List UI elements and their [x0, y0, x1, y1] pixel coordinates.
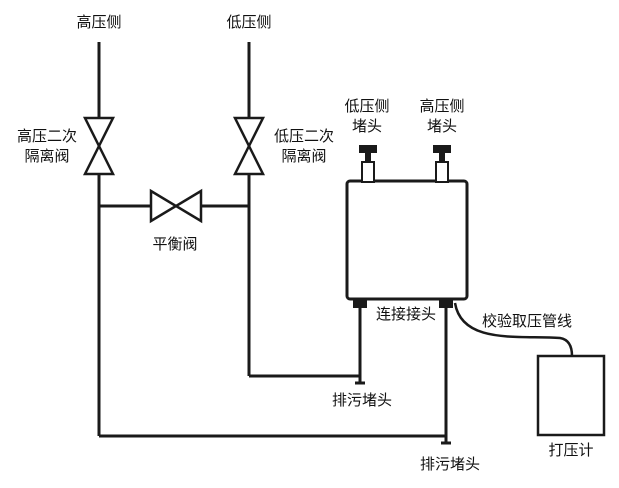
high-side-label: 高压侧 [76, 13, 121, 31]
low-valve-label-line2: 隔离阀 [281, 147, 326, 165]
pressure-gauge-label: 打压计 [548, 441, 593, 459]
low-bottom-connector [353, 298, 367, 308]
drain-plug-label-1: 排污堵头 [332, 391, 392, 409]
low-plug-label-line2: 堵头 [352, 117, 382, 135]
high-plug-label-line1: 高压侧 [419, 97, 464, 115]
high-valve-label-line1: 高压二次 [17, 127, 77, 145]
high-bottom-connector [439, 298, 453, 308]
high-plug-label-line2: 堵头 [427, 117, 457, 135]
drain-plug-label-2: 排污堵头 [420, 455, 480, 473]
low-valve-label-line1: 低压二次 [274, 127, 334, 145]
balance-valve-label: 平衡阀 [152, 235, 197, 253]
high-valve-label-line2: 隔离阀 [24, 147, 69, 165]
high-side-plug [433, 145, 451, 183]
low-side-plug [359, 145, 377, 183]
balance-valve [149, 188, 203, 224]
low-isolation-valve [232, 116, 266, 176]
low-side-label: 低压侧 [226, 13, 271, 31]
connector-label: 连接接头 [376, 305, 436, 323]
pressure-gauge-box [536, 354, 606, 437]
calibration-line-label: 校验取压管线 [482, 312, 572, 330]
low-plug-label-line1: 低压侧 [344, 97, 389, 115]
transmitter-body [345, 179, 469, 301]
calibration-hose [453, 302, 574, 357]
high-isolation-valve [82, 116, 116, 176]
